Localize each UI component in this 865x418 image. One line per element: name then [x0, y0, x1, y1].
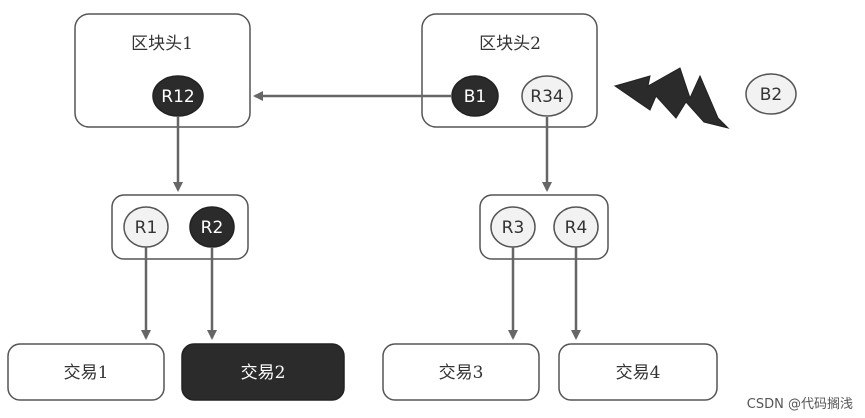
node-R12-label: R12 [161, 87, 194, 107]
node-R2: R2 [189, 206, 235, 248]
block-header-1: 区块头1 R12 [74, 13, 251, 128]
block-header-2-title: 区块头2 [479, 34, 541, 54]
merkle-group-left: R1 R2 [111, 194, 249, 260]
node-R12: R12 [152, 75, 204, 117]
node-R1-label: R1 [135, 218, 158, 238]
transaction-4: 交易4 [558, 343, 718, 401]
transaction-4-label: 交易4 [616, 363, 661, 383]
transaction-2-label: 交易2 [241, 363, 286, 383]
node-R34-label: R34 [530, 87, 563, 107]
node-B1-label: B1 [464, 87, 486, 107]
transaction-3-label: 交易3 [439, 363, 484, 383]
node-R4: R4 [553, 206, 599, 248]
node-R3-label: R3 [502, 218, 525, 238]
node-R3: R3 [490, 206, 536, 248]
node-B1: B1 [451, 75, 499, 117]
transaction-2: 交易2 [181, 343, 345, 401]
block-header-1-title: 区块头1 [131, 34, 193, 54]
node-R34: R34 [521, 75, 573, 117]
node-B2: B2 [745, 73, 797, 115]
transaction-3: 交易3 [382, 343, 540, 401]
node-R4-label: R4 [565, 218, 588, 238]
node-R2-label: R2 [201, 218, 224, 238]
merkle-group-right: R3 R4 [479, 194, 609, 260]
node-R1: R1 [123, 206, 169, 248]
watermark: CSDN @代码搁浅 [746, 397, 853, 412]
lightning-bolt-icon [613, 67, 730, 129]
node-B2-label: B2 [760, 85, 782, 105]
transaction-1-label: 交易1 [64, 363, 109, 383]
transaction-1: 交易1 [7, 343, 165, 401]
block-header-2: 区块头2 B1 R34 [421, 13, 598, 128]
